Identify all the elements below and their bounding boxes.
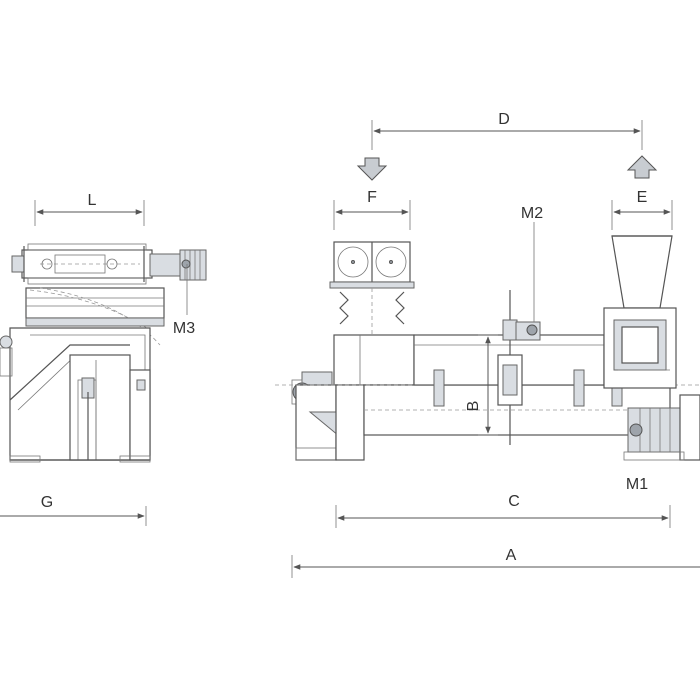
motor-m3 [149,249,207,281]
label-m2: M2 [521,205,543,222]
label-a: A [506,547,517,564]
dimension-l: L [34,192,145,226]
label-m3: M3 [173,320,195,337]
label-c: C [508,493,520,510]
side-view [0,243,207,463]
outlet-hood [603,235,677,389]
top-drum-assembly [11,243,153,285]
dimension-e: E [611,189,673,230]
callout-m3: M3 [173,264,195,337]
label-d: D [498,111,510,128]
dimension-b: B [465,334,498,436]
housing [0,327,151,463]
inlet-hopper [329,241,415,350]
label-b: B [465,401,482,412]
inlet-chamber [291,334,415,461]
inlet-arrow [356,157,388,181]
outlet-arrow [626,155,658,179]
label-f: F [367,189,377,206]
dimension-d: D [371,111,643,150]
dimension-f: F [333,189,411,230]
dimension-g: G [0,494,147,526]
dimension-c: C [335,493,671,528]
label-e: E [637,189,648,206]
label-g: G [41,494,53,511]
screen-frame [25,287,165,346]
label-m1: M1 [626,476,648,493]
callout-m2: M2 [521,205,543,322]
motor-m1 [623,394,700,461]
label-l: L [88,192,97,209]
dimension-a: A [291,547,700,578]
callout-m1: M1 [626,476,648,493]
front-view [275,235,700,461]
middle-bearing [497,290,541,445]
